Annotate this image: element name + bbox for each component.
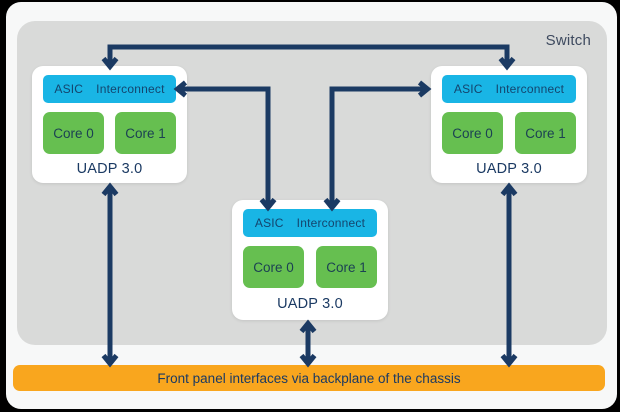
uadp-name-label: UADP 3.0	[476, 160, 542, 177]
core1-box: Core 1	[115, 112, 176, 154]
uadp-name-label: UADP 3.0	[76, 160, 143, 177]
core1-box: Core 1	[515, 112, 576, 154]
core0-box: Core 0	[442, 112, 503, 154]
asic-label: ASIC	[254, 216, 284, 230]
interconnect-label: Interconnect	[495, 82, 565, 96]
backplane-label: Front panel interfaces via backplane of …	[157, 370, 461, 386]
uadp-block-center: ASIC Interconnect Core 0 Core 1 UADP 3.0	[232, 200, 388, 320]
core1-box: Core 1	[316, 246, 377, 288]
uadp-block-left: ASIC Interconnect Core 0 Core 1 UADP 3.0	[32, 66, 187, 183]
interconnect-label: Interconnect	[296, 216, 366, 230]
asic-interconnect-bar: ASIC Interconnect	[243, 209, 377, 237]
uadp-name-label: UADP 3.0	[277, 296, 343, 312]
backplane-bar: Front panel interfaces via backplane of …	[13, 365, 605, 391]
cores-row: Core 0 Core 1	[243, 246, 377, 288]
asic-label: ASIC	[453, 82, 483, 96]
core0-box: Core 0	[243, 246, 304, 288]
cores-row: Core 0 Core 1	[442, 112, 576, 154]
cores-row: Core 0 Core 1	[43, 112, 176, 154]
asic-interconnect-bar: ASIC Interconnect	[442, 75, 576, 103]
asic-label: ASIC	[54, 82, 84, 96]
core0-box: Core 0	[43, 112, 104, 154]
switch-title: Switch	[545, 32, 591, 49]
interconnect-label: Interconnect	[96, 82, 165, 96]
asic-interconnect-bar: ASIC Interconnect	[43, 75, 176, 103]
uadp-block-right: ASIC Interconnect Core 0 Core 1 UADP 3.0	[431, 66, 587, 183]
